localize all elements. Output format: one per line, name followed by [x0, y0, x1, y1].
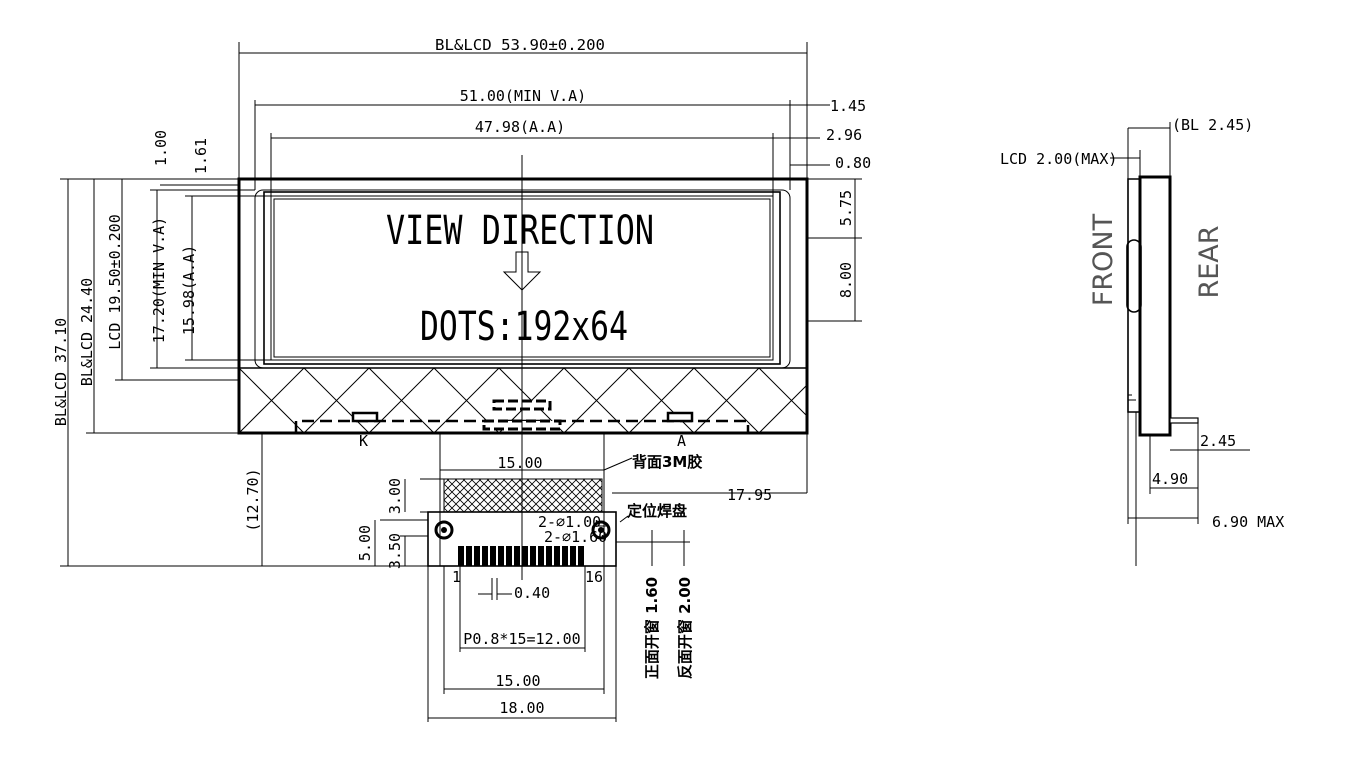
dim-fpc-15-bottom: 15.00 [495, 672, 540, 690]
dim-height-total: BL&LCD 37.10 [52, 318, 70, 426]
dim-1-45: 1.45 [830, 97, 866, 115]
rear-label: REAR [1194, 225, 1225, 298]
dim-window-back: 反面开窗 2.00 [676, 577, 694, 679]
dim-width-total: BL&LCD 53.90±0.200 [435, 36, 605, 54]
view-direction-arrow-icon [502, 251, 542, 291]
side-view: (BL 2.45) LCD 2.00(MAX) FRONT REAR 2.45 … [1000, 116, 1284, 566]
dim-side-2-45: 2.45 [1200, 432, 1236, 450]
dots-text: DOTS:192x64 [420, 304, 628, 350]
dim-hole-1-00: 2-⌀1.00 [538, 513, 601, 531]
note-3m-adhesive: 背面3M胶 [632, 453, 702, 471]
dim-17-95: 17.95 [727, 486, 772, 504]
dim-0-80: 0.80 [835, 154, 871, 172]
dim-5-75: 5.75 [837, 190, 855, 226]
dim-height-aa: 15.98(A.A) [180, 245, 198, 335]
dim-pitch-total: P0.8*15=12.00 [463, 630, 580, 648]
dim-1-61: 1.61 [192, 138, 210, 174]
fpc-tail: 15.00 背面3M胶 3.00 [356, 433, 808, 722]
dim-pitch-0-40: 0.40 [514, 584, 550, 602]
right-dimensions: 5.75 8.00 [807, 178, 862, 322]
dim-8-00: 8.00 [837, 262, 855, 298]
dim-3-00: 3.00 [386, 478, 404, 514]
locating-hole-right [591, 520, 611, 540]
dim-height-lcd: LCD 19.50±0.200 [106, 214, 124, 349]
dim-height-bl-lcd: BL&LCD 24.40 [78, 278, 96, 386]
dim-side-4-90: 4.90 [1152, 470, 1188, 488]
top-dimensions: BL&LCD 53.90±0.200 51.00(MIN V.A) 47.98(… [238, 36, 871, 196]
left-dimensions: BL&LCD 37.10 BL&LCD 24.40 LCD 19.50±0.20… [52, 130, 440, 567]
dim-5-00: 5.00 [356, 525, 374, 561]
pin-k-label: K [359, 432, 368, 450]
fpc-pins [458, 546, 584, 566]
dim-fpc-18: 18.00 [499, 699, 544, 717]
dim-width-min-va: 51.00(MIN V.A) [460, 87, 586, 105]
dim-bl-2-45: (BL 2.45) [1172, 116, 1253, 134]
front-label: FRONT [1088, 213, 1119, 306]
pin-16-label: 16 [585, 568, 603, 586]
dim-height-min-va: 17.20(MIN V.A) [150, 217, 168, 343]
dim-fpc-15-top: 15.00 [497, 454, 542, 472]
adhesive-3m-area [443, 478, 603, 513]
dim-2-96: 2.96 [826, 126, 862, 144]
dim-lcd-2-00: LCD 2.00(MAX) [1000, 150, 1117, 168]
dim-1-00: 1.00 [152, 130, 170, 166]
dim-hole-1-60: 2-⌀1.60 [544, 528, 607, 546]
view-direction-text: VIEW DIRECTION [386, 208, 654, 254]
pin-1-label: 1 [452, 568, 461, 586]
dim-side-6-90: 6.90 MAX [1212, 513, 1284, 531]
note-locating-pad: 定位焊盘 [627, 502, 687, 520]
dim-width-aa: 47.98(A.A) [475, 118, 565, 136]
dim-12-70: (12.70) [244, 468, 262, 531]
dim-window-front: 正面开窗 1.60 [643, 577, 661, 679]
dim-3-50: 3.50 [386, 533, 404, 569]
pin-a-label: A [677, 432, 686, 450]
locating-hole-left [434, 520, 454, 540]
backlight-cross-hatch: K A [238, 367, 808, 450]
